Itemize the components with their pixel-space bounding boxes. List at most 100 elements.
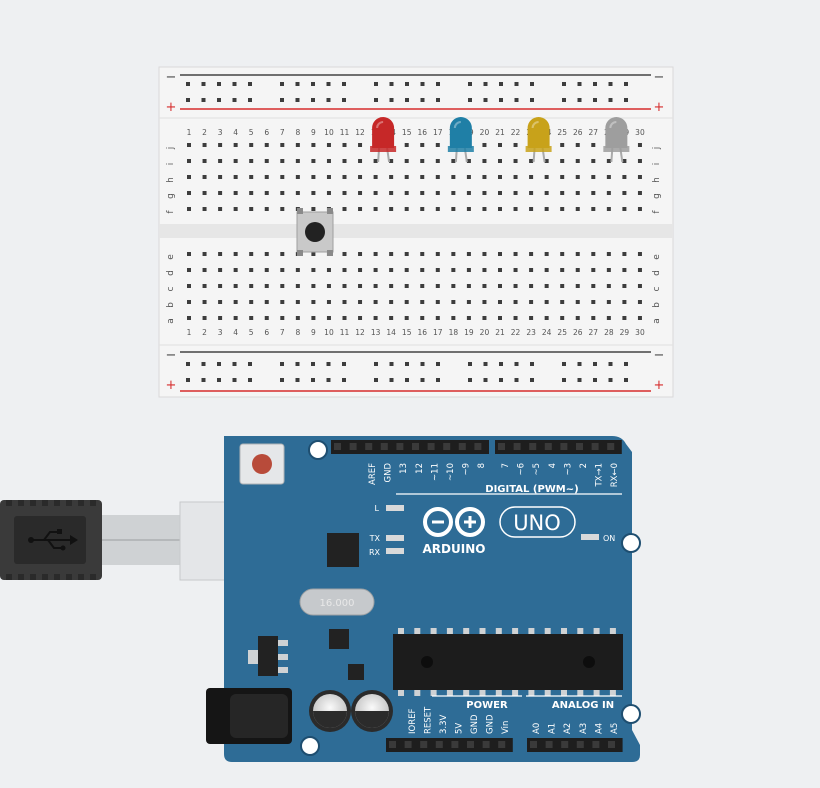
breadboard-hole[interactable] [466, 268, 471, 272]
breadboard-hole[interactable] [482, 252, 487, 256]
breadboard-hole[interactable] [498, 143, 502, 147]
breadboard-hole[interactable] [295, 300, 300, 304]
breadboard-hole[interactable] [575, 159, 580, 163]
header-pin[interactable] [467, 741, 474, 748]
rail-hole[interactable] [186, 362, 190, 366]
breadboard-hole[interactable] [233, 175, 238, 179]
breadboard-hole[interactable] [202, 159, 207, 163]
breadboard-hole[interactable] [311, 175, 316, 179]
header-pin[interactable] [334, 443, 341, 450]
breadboard-hole[interactable] [187, 268, 191, 272]
breadboard-hole[interactable] [482, 284, 487, 288]
breadboard-hole[interactable] [466, 284, 471, 288]
header-pin[interactable] [561, 741, 569, 748]
breadboard-hole[interactable] [187, 207, 191, 211]
breadboard-hole[interactable] [544, 207, 549, 211]
breadboard-hole[interactable] [435, 175, 440, 179]
breadboard-hole[interactable] [575, 143, 580, 147]
rail-hole[interactable] [326, 378, 331, 382]
breadboard-hole[interactable] [513, 159, 518, 163]
breadboard-hole[interactable] [498, 191, 502, 195]
rail-hole[interactable] [608, 378, 613, 382]
breadboard-hole[interactable] [560, 284, 565, 288]
rail-hole[interactable] [420, 82, 425, 86]
breadboard-hole[interactable] [233, 252, 238, 256]
breadboard-hole[interactable] [404, 191, 409, 195]
breadboard-hole[interactable] [560, 159, 565, 163]
breadboard-hole[interactable] [342, 284, 347, 288]
rail-hole[interactable] [248, 98, 252, 102]
breadboard-hole[interactable] [482, 159, 487, 163]
header-pin[interactable] [420, 741, 428, 748]
breadboard-hole[interactable] [606, 207, 611, 211]
breadboard-hole[interactable] [622, 191, 627, 195]
breadboard-hole[interactable] [358, 252, 363, 256]
breadboard-hole[interactable] [311, 143, 316, 147]
breadboard-hole[interactable] [264, 191, 269, 195]
rail-hole[interactable] [577, 362, 582, 366]
breadboard-hole[interactable] [544, 175, 549, 179]
breadboard-hole[interactable] [544, 159, 549, 163]
breadboard-hole[interactable] [622, 284, 627, 288]
rail-hole[interactable] [499, 362, 503, 366]
rail-hole[interactable] [530, 82, 534, 86]
breadboard-hole[interactable] [404, 316, 409, 320]
rail-hole[interactable] [499, 98, 503, 102]
led-red[interactable] [370, 117, 397, 163]
breadboard-hole[interactable] [342, 268, 347, 272]
header-pin[interactable] [498, 741, 506, 748]
rail-hole[interactable] [311, 362, 315, 366]
breadboard-hole[interactable] [482, 143, 487, 147]
rail-hole[interactable] [436, 98, 440, 102]
breadboard-hole[interactable] [606, 159, 611, 163]
breadboard-hole[interactable] [482, 207, 487, 211]
rail-hole[interactable] [232, 378, 237, 382]
rail-hole[interactable] [562, 378, 566, 382]
breadboard-hole[interactable] [622, 175, 627, 179]
rail-hole[interactable] [201, 98, 206, 102]
breadboard-hole[interactable] [233, 316, 238, 320]
rail-hole[interactable] [483, 362, 488, 366]
breadboard-hole[interactable] [435, 191, 440, 195]
pushbutton[interactable] [296, 208, 334, 256]
breadboard-hole[interactable] [637, 268, 642, 272]
breadboard-hole[interactable] [435, 316, 440, 320]
breadboard-hole[interactable] [187, 159, 191, 163]
breadboard-hole[interactable] [187, 175, 191, 179]
breadboard-hole[interactable] [389, 268, 394, 272]
breadboard-hole[interactable] [218, 159, 223, 163]
breadboard-hole[interactable] [513, 284, 518, 288]
breadboard-hole[interactable] [280, 252, 285, 256]
breadboard-hole[interactable] [482, 316, 487, 320]
breadboard-hole[interactable] [264, 268, 269, 272]
breadboard-hole[interactable] [420, 268, 425, 272]
rail-hole[interactable] [405, 98, 409, 102]
breadboard-hole[interactable] [218, 284, 223, 288]
rail-hole[interactable] [295, 362, 300, 366]
breadboard-hole[interactable] [451, 284, 456, 288]
rail-hole[interactable] [483, 98, 488, 102]
header-pin[interactable] [592, 741, 600, 748]
breadboard-hole[interactable] [575, 284, 580, 288]
breadboard-hole[interactable] [249, 252, 254, 256]
rail-hole[interactable] [468, 98, 472, 102]
breadboard-hole[interactable] [358, 207, 363, 211]
breadboard-hole[interactable] [233, 159, 238, 163]
breadboard-hole[interactable] [404, 207, 409, 211]
rail-hole[interactable] [436, 82, 440, 86]
breadboard-hole[interactable] [249, 207, 254, 211]
breadboard[interactable]: − − + + − − + + 112233445566778899101011… [158, 66, 674, 398]
breadboard-hole[interactable] [591, 191, 596, 195]
breadboard-hole[interactable] [420, 284, 425, 288]
breadboard-hole[interactable] [513, 207, 518, 211]
breadboard-hole[interactable] [326, 316, 331, 320]
breadboard-hole[interactable] [311, 284, 316, 288]
rail-hole[interactable] [405, 378, 409, 382]
rail-hole[interactable] [577, 378, 582, 382]
breadboard-hole[interactable] [326, 300, 331, 304]
breadboard-hole[interactable] [591, 252, 596, 256]
header-pin[interactable] [451, 741, 459, 748]
rail-hole[interactable] [280, 98, 284, 102]
header-pin[interactable] [396, 443, 404, 450]
